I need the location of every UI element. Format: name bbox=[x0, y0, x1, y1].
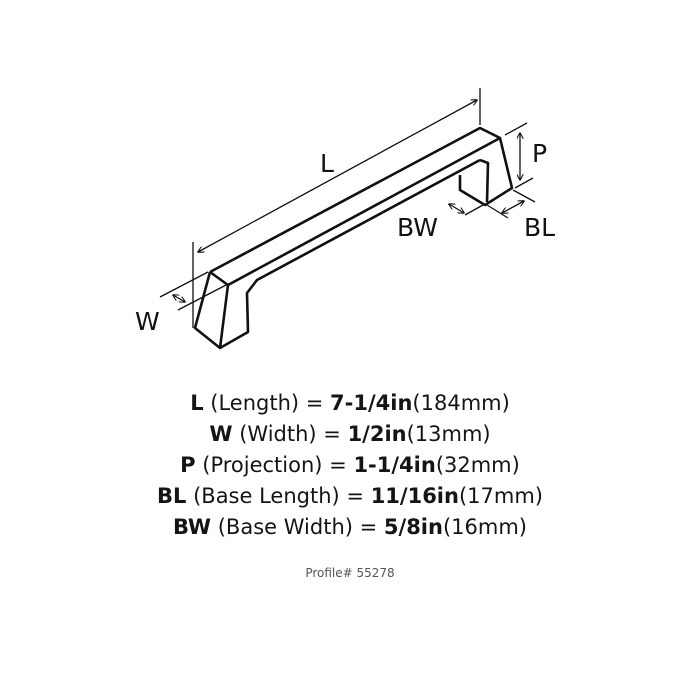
spec-imperial: 1-1/4in bbox=[353, 453, 436, 477]
spec-code: BL bbox=[157, 484, 187, 508]
spec-imperial: 7-1/4in bbox=[330, 391, 413, 415]
handle-outline bbox=[193, 126, 514, 350]
spec-metric: (13mm) bbox=[406, 422, 491, 446]
width-arrow bbox=[173, 295, 185, 302]
spec-width: W (Width) = 1/2in(13mm) bbox=[0, 419, 700, 450]
spec-projection: P (Projection) = 1-1/4in(32mm) bbox=[0, 450, 700, 481]
base-length-arrow bbox=[502, 201, 524, 213]
spec-length: L (Length) = 7-1/4in(184mm) bbox=[0, 388, 700, 419]
spec-imperial: 5/8in bbox=[383, 515, 443, 539]
spec-name: (Length) = bbox=[210, 391, 324, 415]
label-projection: P bbox=[532, 139, 547, 168]
profile-number: Profile# 55278 bbox=[305, 566, 395, 580]
label-base-width: BW bbox=[397, 213, 438, 242]
spec-code: BW bbox=[173, 515, 212, 539]
spec-base-width: BW (Base Width) = 5/8in(16mm) bbox=[0, 512, 700, 543]
spec-name: (Projection) = bbox=[202, 453, 347, 477]
spec-metric: (32mm) bbox=[435, 453, 520, 477]
spec-code: L bbox=[190, 391, 204, 415]
spec-metric: (184mm) bbox=[412, 391, 510, 415]
length-arrow bbox=[198, 100, 477, 252]
spec-name: (Width) = bbox=[239, 422, 341, 446]
spec-imperial: 11/16in bbox=[370, 484, 459, 508]
spec-code: P bbox=[180, 453, 196, 477]
spec-code: W bbox=[209, 422, 233, 446]
label-length: L bbox=[320, 149, 334, 178]
spec-name: (Base Length) = bbox=[193, 484, 364, 508]
spec-metric: (17mm) bbox=[458, 484, 543, 508]
label-width: W bbox=[135, 307, 160, 336]
spec-list: L (Length) = 7-1/4in(184mm) W (Width) = … bbox=[0, 388, 700, 543]
spec-name: (Base Width) = bbox=[217, 515, 378, 539]
spec-base-length: BL (Base Length) = 11/16in(17mm) bbox=[0, 481, 700, 512]
label-base-length: BL bbox=[524, 213, 555, 242]
dimension-lines bbox=[159, 88, 536, 328]
base-width-arrow bbox=[449, 204, 464, 213]
spec-metric: (16mm) bbox=[442, 515, 527, 539]
spec-imperial: 1/2in bbox=[347, 422, 407, 446]
